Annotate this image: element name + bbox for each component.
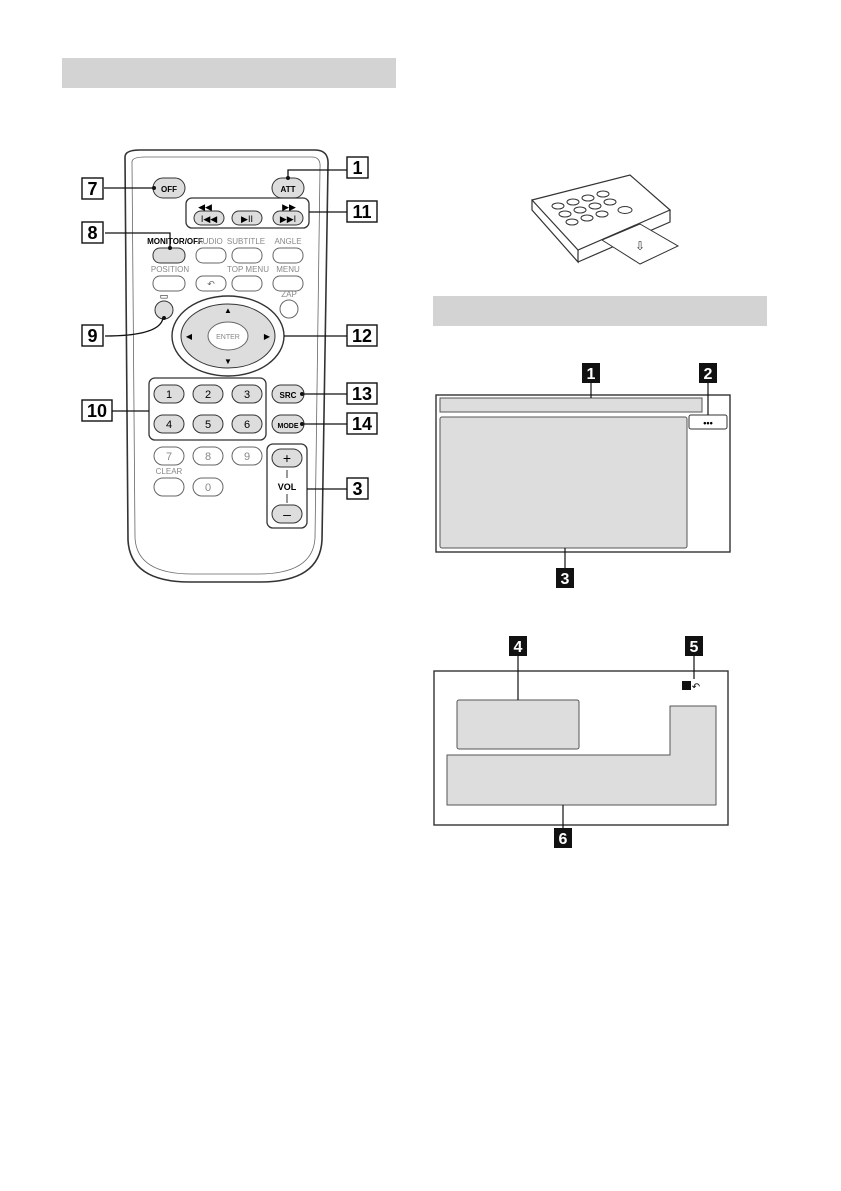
screen-diagram-2: ↶ 4 5 6 [420, 630, 760, 870]
label-1: 1 [587, 366, 596, 383]
position-button[interactable] [153, 276, 185, 291]
svg-text:▶II: ▶II [241, 214, 253, 224]
svg-text:CLEAR: CLEAR [156, 467, 183, 476]
zap-button[interactable] [280, 300, 298, 318]
svg-text:ATT: ATT [281, 185, 296, 194]
svg-text:8: 8 [205, 451, 211, 463]
svg-text:1: 1 [166, 389, 172, 401]
svg-text:2: 2 [205, 389, 211, 401]
svg-text:VOL: VOL [278, 482, 297, 492]
battery-insertion-diagram: ⇩ [520, 170, 690, 270]
label-5: 5 [690, 639, 699, 656]
menu-button[interactable] [273, 276, 303, 291]
callout-14: 14 [352, 414, 372, 434]
audio-button[interactable] [196, 248, 226, 263]
svg-text:MENU: MENU [276, 265, 300, 274]
callout-8: 8 [87, 223, 97, 243]
top-menu-button[interactable] [232, 276, 262, 291]
subtitle-button[interactable] [232, 248, 262, 263]
svg-text:MODE: MODE [278, 423, 299, 430]
svg-text:TOP MENU: TOP MENU [227, 265, 269, 274]
callout-3: 3 [352, 479, 362, 499]
arrow-left-icon: ◀ [186, 332, 193, 341]
callout-7: 7 [87, 179, 97, 199]
svg-text:ZAP: ZAP [281, 290, 297, 299]
svg-text:–: – [283, 506, 291, 522]
svg-text:ENTER: ENTER [216, 334, 240, 341]
title-bar [440, 398, 702, 412]
svg-text:•••: ••• [703, 418, 712, 428]
svg-text:9: 9 [244, 451, 250, 463]
screen-diagram-1: ••• 1 2 3 [420, 355, 760, 595]
back-icon[interactable] [682, 681, 691, 690]
upper-left-area [457, 700, 579, 749]
label-6: 6 [559, 831, 568, 848]
arrow-up-icon: ▲ [224, 306, 232, 315]
svg-text:AUDIO: AUDIO [197, 237, 222, 246]
main-area [440, 417, 687, 548]
svg-text:5: 5 [205, 419, 211, 431]
callout-13: 13 [352, 384, 372, 404]
section-header-bar-right [433, 296, 767, 326]
callout-12: 12 [352, 326, 372, 346]
svg-text:↶: ↶ [692, 682, 700, 693]
return-icon: ↶ [207, 279, 215, 289]
label-3: 3 [561, 571, 570, 588]
svg-text:ANGLE: ANGLE [274, 237, 301, 246]
svg-text:SRC: SRC [280, 391, 297, 400]
wide-icon: ▭ [160, 291, 169, 301]
svg-text:⇩: ⇩ [635, 239, 645, 253]
remote-control-diagram: OFF ATT ◀◀ ▶▶ I◀◀ ▶II ▶▶I MONITOR/OFF AU… [0, 0, 420, 600]
svg-text:7: 7 [166, 451, 172, 463]
callout-11: 11 [352, 202, 371, 222]
svg-text:6: 6 [244, 419, 250, 431]
angle-button[interactable] [273, 248, 303, 263]
svg-text:4: 4 [166, 419, 172, 431]
label-2: 2 [704, 366, 713, 383]
svg-text:I◀◀: I◀◀ [201, 214, 217, 224]
monitor-off-button[interactable] [153, 248, 185, 263]
arrow-right-icon: ▶ [264, 332, 271, 341]
svg-text:▶▶I: ▶▶I [280, 214, 296, 224]
svg-text:OFF: OFF [161, 185, 177, 194]
callout-9: 9 [87, 326, 97, 346]
svg-text:POSITION: POSITION [151, 265, 189, 274]
svg-text:MONITOR/OFF: MONITOR/OFF [147, 237, 203, 246]
callout-1: 1 [352, 158, 362, 178]
svg-text:+: + [283, 450, 291, 466]
arrow-down-icon: ▼ [224, 357, 232, 366]
svg-text:3: 3 [244, 389, 250, 401]
label-4: 4 [514, 639, 523, 656]
svg-text:0: 0 [205, 482, 211, 494]
svg-text:SUBTITLE: SUBTITLE [227, 237, 265, 246]
callout-10: 10 [87, 401, 107, 421]
clear-button[interactable] [154, 478, 184, 496]
